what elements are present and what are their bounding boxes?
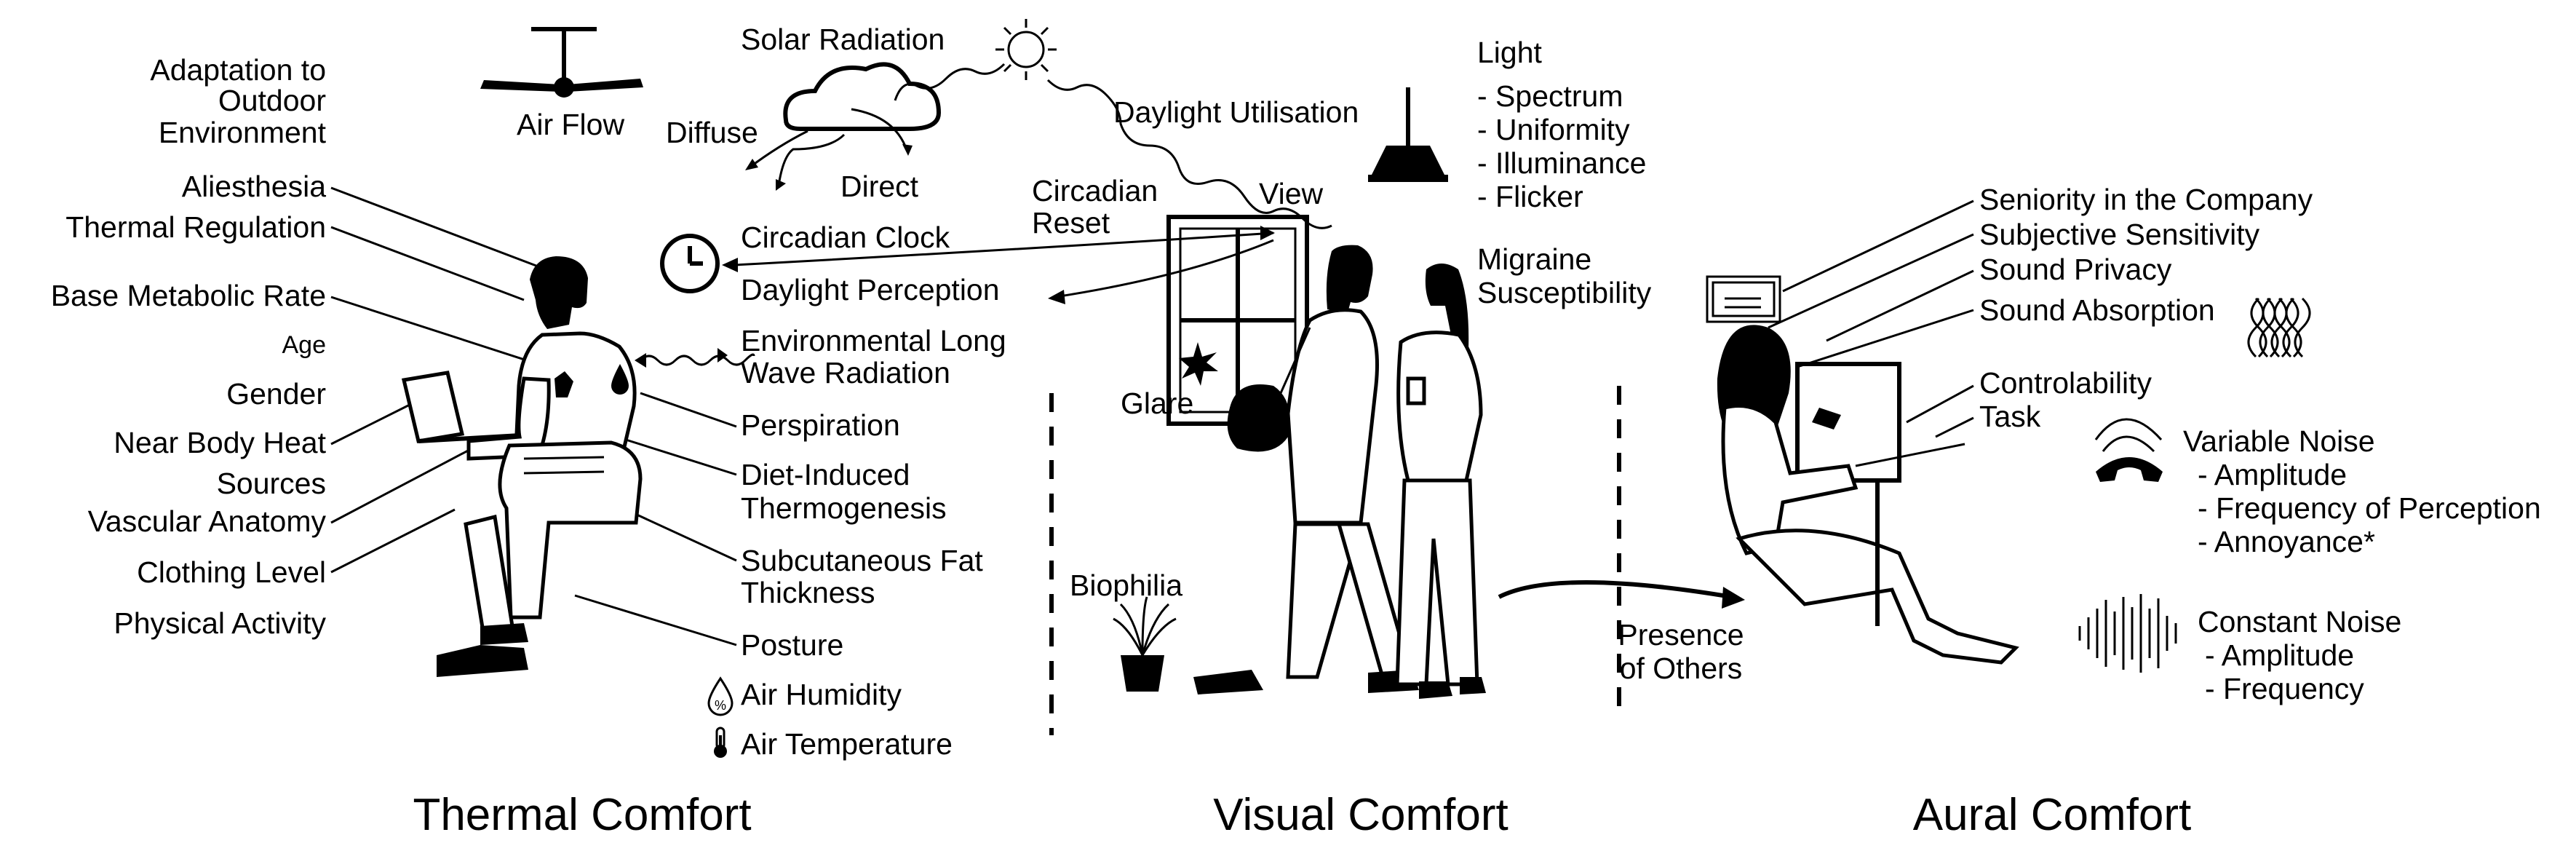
phone-icon xyxy=(2094,418,2163,482)
label-circadian-clock: Circadian Clock xyxy=(741,221,950,254)
label-constant-frequency: - Frequency xyxy=(2205,672,2364,705)
aural-comfort-title: Aural Comfort xyxy=(1913,790,2191,840)
plant-icon xyxy=(1113,596,1177,692)
label-migraine-1: Migraine xyxy=(1477,242,1591,276)
label-subcutaneous-2: Thickness xyxy=(741,576,875,609)
cloud-icon xyxy=(783,62,942,131)
seated-person-illustration xyxy=(401,256,643,677)
label-sound-absorption: Sound Absorption xyxy=(1979,293,2215,327)
label-subcutaneous-1: Subcutaneous Fat xyxy=(741,544,983,577)
label-daylight-perception: Daylight Perception xyxy=(741,273,1000,306)
ceiling-fan-icon xyxy=(480,27,643,98)
label-adaptation-3: Environment xyxy=(159,116,327,149)
label-light-spectrum: - Spectrum xyxy=(1477,79,1623,113)
label-air-temperature: Air Temperature xyxy=(741,727,953,761)
label-diet-induced-2: Thermogenesis xyxy=(741,491,947,525)
thermal-right-leaders xyxy=(574,392,737,646)
label-presence-1: Presence xyxy=(1618,618,1744,652)
certificate-icon xyxy=(1706,275,1781,323)
window-illustration xyxy=(1166,215,1309,426)
clock-icon xyxy=(660,234,720,293)
label-light: Light xyxy=(1477,36,1543,69)
label-variable-frequency: - Frequency of Perception xyxy=(2198,491,2541,525)
label-light-illuminance: - Illuminance xyxy=(1477,146,1646,180)
label-perspiration: Perspiration xyxy=(741,408,900,442)
label-env-long-wave-2: Wave Radiation xyxy=(741,356,950,389)
label-presence-2: of Others xyxy=(1620,652,1743,685)
thermal-left-leaders xyxy=(330,186,561,574)
soundwave-icon xyxy=(2078,594,2177,673)
label-near-body-heat: Near Body Heat xyxy=(114,426,326,459)
label-variable-amplitude: - Amplitude xyxy=(2198,458,2347,491)
label-clothing-level: Clothing Level xyxy=(137,555,326,589)
label-subjective-sensitivity: Subjective Sensitivity xyxy=(1979,218,2260,251)
walking-woman-illustration xyxy=(1395,264,1486,699)
label-air-humidity: Air Humidity xyxy=(741,678,902,711)
label-glare: Glare xyxy=(1121,387,1193,420)
label-light-uniformity: - Uniformity xyxy=(1477,113,1630,146)
label-env-long-wave-1: Environmental Long xyxy=(741,324,1006,357)
daylight-wave xyxy=(1046,79,1332,229)
label-age: Age xyxy=(282,331,327,359)
aural-top-leaders xyxy=(1768,199,1974,368)
label-direct: Direct xyxy=(840,170,919,203)
humidity-icon: % xyxy=(707,676,734,716)
label-thermal-regulation: Thermal Regulation xyxy=(65,210,326,244)
label-circadian-reset-2: Reset xyxy=(1032,206,1110,240)
label-adaptation-1: Adaptation to xyxy=(150,53,326,87)
label-vascular-anatomy: Vascular Anatomy xyxy=(88,504,327,538)
aural-seated-woman-illustration xyxy=(1717,325,2019,665)
label-posture: Posture xyxy=(741,628,843,662)
sun-icon xyxy=(995,19,1057,80)
label-circadian-reset-1: Circadian xyxy=(1032,174,1158,207)
humidity-symbol: % xyxy=(715,698,726,713)
label-seniority: Seniority in the Company xyxy=(1979,183,2313,216)
label-air-flow: Air Flow xyxy=(517,108,624,141)
thermometer-icon xyxy=(714,727,727,758)
label-constant-amplitude: - Amplitude xyxy=(2205,638,2354,672)
label-solar-radiation: Solar Radiation xyxy=(741,23,945,56)
label-variable-annoyance: - Annoyance* xyxy=(2198,525,2375,558)
label-view: View xyxy=(1259,177,1324,210)
label-migraine-2: Susceptibility xyxy=(1477,276,1652,309)
presence-arrow xyxy=(1498,580,1733,599)
long-wave-squiggle xyxy=(639,353,755,366)
label-controlability: Controlability xyxy=(1979,366,2152,400)
label-physical-activity: Physical Activity xyxy=(114,606,326,640)
label-base-metabolic-rate: Base Metabolic Rate xyxy=(51,279,326,312)
label-aliesthesia: Aliesthesia xyxy=(182,170,326,203)
label-adaptation-2: Outdoor xyxy=(218,84,326,117)
label-gender: Gender xyxy=(226,377,326,411)
label-biophilia: Biophilia xyxy=(1070,569,1182,602)
label-sources: Sources xyxy=(217,467,326,500)
label-diet-induced-1: Diet-Induced xyxy=(741,458,910,491)
sound-absorption-icon xyxy=(2247,297,2311,358)
label-variable-noise: Variable Noise xyxy=(2183,424,2375,458)
thermal-comfort-title: Thermal Comfort xyxy=(413,790,751,840)
visual-comfort-title: Visual Comfort xyxy=(1213,790,1508,840)
thermal-right-labels: Environmental Long Wave Radiation Perspi… xyxy=(741,324,1006,761)
label-diffuse: Diffuse xyxy=(666,116,758,149)
label-light-flicker: - Flicker xyxy=(1477,180,1583,213)
label-task: Task xyxy=(1979,400,2041,433)
walking-man-illustration xyxy=(1193,245,1419,694)
label-constant-noise: Constant Noise xyxy=(2198,605,2401,638)
thermal-left-labels: Adaptation to Outdoor Environment Aliest… xyxy=(51,53,327,640)
pendant-lamp-icon xyxy=(1368,87,1448,182)
label-sound-privacy: Sound Privacy xyxy=(1979,253,2172,286)
label-daylight-utilisation: Daylight Utilisation xyxy=(1113,95,1359,129)
